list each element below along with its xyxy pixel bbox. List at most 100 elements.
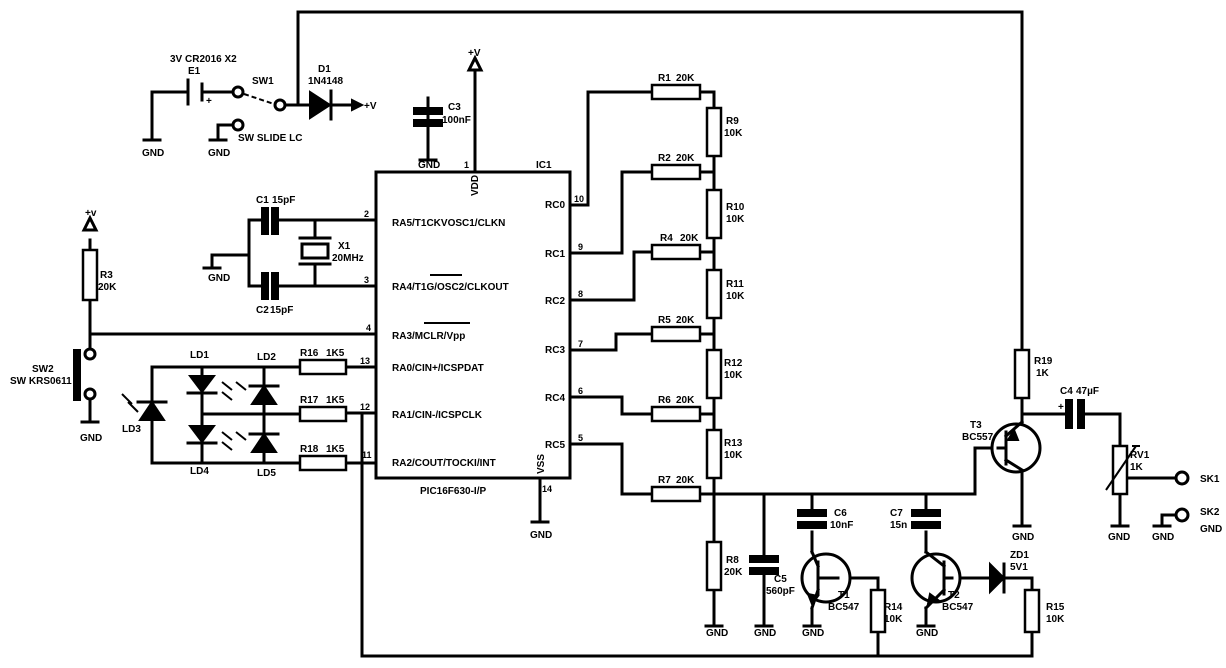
ladder-h-value: 20K — [676, 315, 695, 326]
ic1-right-pin-num: 8 — [578, 289, 583, 299]
ic1-left-pin-label: RA3/MCLR/Vpp — [392, 331, 465, 342]
ic1-left-pin-label: RA1/CIN-/ICSPCLK — [392, 410, 483, 421]
r17-value: 1K5 — [326, 395, 345, 406]
ladder-v-name: R11 — [726, 279, 744, 290]
d1-value: 1N4148 — [308, 76, 343, 87]
c4-value: 47µF — [1076, 386, 1099, 397]
gnd-label: GND — [142, 148, 164, 159]
ic1-right-pin-label: RC2 — [545, 296, 565, 307]
r18-name: R18 — [300, 444, 319, 455]
ic1-vdd-label: VDD — [470, 175, 481, 196]
vplus-vdd-arrow: +V — [466, 48, 484, 72]
ladder-h-name: R2 — [658, 153, 671, 164]
resistor-r8: R8 20K — [705, 540, 743, 592]
ic1-right-pin-label: RC4 — [545, 393, 565, 404]
c1-value: 15pF — [272, 195, 295, 206]
vplus-small-label: +v — [85, 208, 97, 219]
gnd-label: GND — [1012, 532, 1034, 543]
ladder-h-name: R1 — [658, 73, 671, 84]
ic1-left-pin-label: RA2/COUT/TOCKI/INT — [392, 458, 496, 469]
ic1-right-pin-label: RC5 — [545, 440, 565, 451]
ic1-right-pin-num: 9 — [578, 242, 583, 252]
resistor-r17: R17 1K5 — [298, 395, 348, 423]
potentiometer-rv1: RV1 1K — [1105, 444, 1150, 496]
crystal-x1: X1 20MHz — [298, 230, 364, 278]
capacitor-c7: C7 15n — [890, 508, 941, 531]
battery-name: E1 — [188, 66, 201, 77]
c1-name: C1 — [256, 195, 269, 206]
c3-value: 100nF — [442, 115, 471, 126]
r14-name: R14 — [884, 602, 903, 613]
ladder-v-name: R13 — [724, 438, 743, 449]
sw1-value: SW SLIDE LC — [238, 133, 302, 144]
ic1-left-pin-num: 4 — [366, 323, 371, 333]
ld2-name: LD2 — [257, 352, 276, 363]
led-ld4: LD4 — [186, 425, 233, 477]
zd1-name: ZD1 — [1010, 550, 1029, 561]
ladder-h-name: R6 — [658, 395, 671, 406]
capacitor-c2: C2 15pF — [256, 272, 293, 316]
ic1-left-pin-num: 2 — [364, 209, 369, 219]
c5-name: C5 — [774, 574, 787, 585]
ic1-left-pin-num: 13 — [360, 356, 370, 366]
ladder-h-value: 20K — [676, 395, 695, 406]
c5-value: 560pF — [766, 586, 795, 597]
r14-value: 10K — [884, 614, 903, 625]
c6-name: C6 — [834, 508, 847, 519]
ladder-vertical-resistors: R9 10K R10 10K R11 10K R12 10K R13 10K — [705, 106, 745, 480]
led-ld3: LD3 — [121, 393, 168, 435]
ic1-left-pin-num: 11 — [362, 450, 372, 460]
led-ld2: LD2 — [235, 352, 280, 405]
rv1-name: RV1 — [1130, 450, 1150, 461]
c4-plus: + — [1058, 402, 1064, 413]
ic1-left-pin-num: 3 — [364, 275, 369, 285]
sk2-label: SK2 — [1200, 507, 1220, 518]
ladder-v-name: R10 — [726, 202, 745, 213]
vplus-label: +V — [364, 101, 377, 112]
ic1-left-pin-label: RA0/CIN+/ICSPDAT — [392, 363, 484, 374]
diode-d1: D1 1N4148 — [308, 64, 343, 121]
ladder-h-name: R5 — [658, 315, 671, 326]
gnd-label: GND — [916, 628, 938, 639]
x1-name: X1 — [338, 241, 351, 252]
zener-zd1: ZD1 5V1 — [989, 550, 1029, 595]
c4-name: C4 — [1060, 386, 1073, 397]
vplus-arrow: +V — [351, 98, 377, 112]
ic1-right-pin-num: 10 — [574, 194, 584, 204]
c7-value: 15n — [890, 520, 907, 531]
battery-e1: 3V CR2016 X2 E1 + — [170, 54, 237, 107]
sw1-name: SW1 — [252, 76, 274, 87]
ladder-h-value: 20K — [676, 475, 695, 486]
r16-name: R16 — [300, 348, 319, 359]
gnd-label: GND — [208, 148, 230, 159]
sk1-label: SK1 — [1200, 474, 1220, 485]
vplus-label: +V — [468, 48, 481, 59]
ic1-right-pin-num: 6 — [578, 386, 583, 396]
switch-sw1: SW1 SW SLIDE LC — [231, 76, 302, 144]
ladder-v-value: 10K — [724, 128, 743, 139]
ic1-vss-label: VSS — [536, 454, 547, 474]
ic1-left-pin-label: RA5/T1CKVOSC1/CLKN — [392, 218, 505, 229]
ic1-right-pin-num: 7 — [578, 339, 583, 349]
ladder-h-value: 20K — [676, 153, 695, 164]
r19-value: 1K — [1036, 368, 1050, 379]
capacitor-c4: + C4 47µF — [1058, 386, 1099, 429]
t2-name: T2 — [948, 590, 960, 601]
capacitor-c6: C6 10nF — [797, 508, 853, 531]
ld4-name: LD4 — [190, 466, 209, 477]
gnd-label: GND — [802, 628, 824, 639]
t3-value: BC557 — [962, 432, 994, 443]
ic1-microcontroller: IC1 PIC16F630-I/P VDD VSS 1 14 2 RA5/T1C… — [360, 160, 584, 497]
led-ld1: LD1 — [186, 350, 233, 401]
t2-value: BC547 — [942, 602, 974, 613]
ic1-left-pin-label: RA4/T1G/OSC2/CLKOUT — [392, 282, 509, 293]
x1-value: 20MHz — [332, 253, 364, 264]
r17-name: R17 — [300, 395, 319, 406]
battery-plus: + — [206, 96, 212, 107]
r16-value: 1K5 — [326, 348, 345, 359]
ic1-right-pin-label: RC0 — [545, 200, 565, 211]
r8-value: 20K — [724, 567, 743, 578]
ladder-v-name: R12 — [724, 358, 743, 369]
r3-value: 20K — [98, 282, 117, 293]
